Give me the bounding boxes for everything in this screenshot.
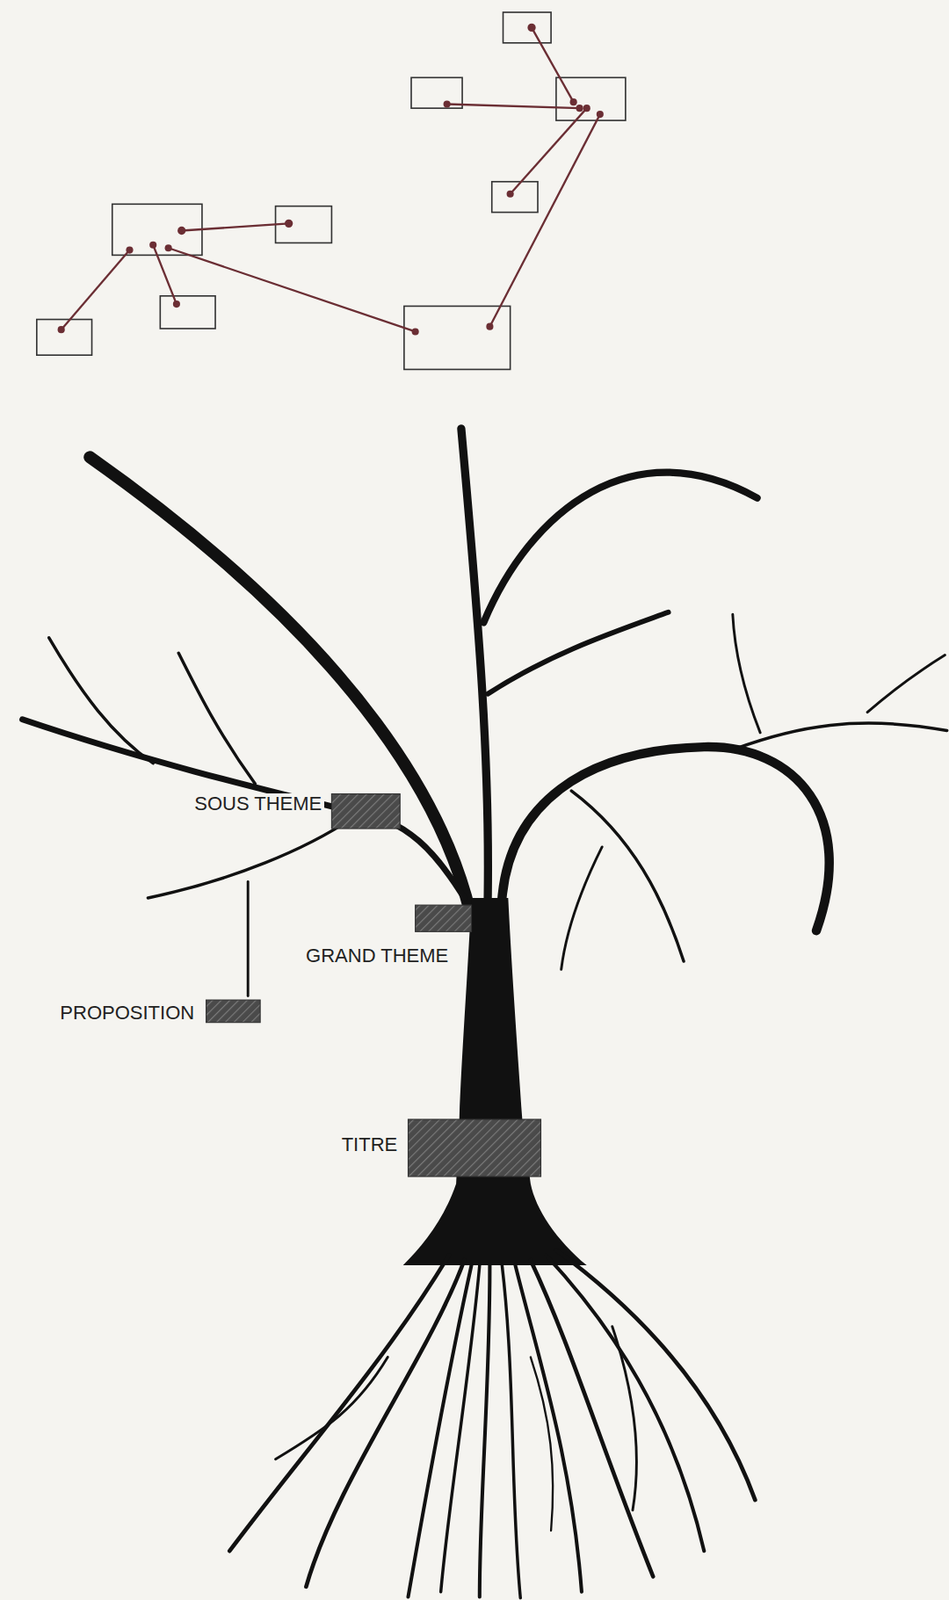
tree-part-label: SOUS THEME [191, 793, 325, 815]
hatched-tags [206, 794, 542, 1177]
tree-part-label: PROPOSITION [57, 1002, 197, 1024]
concept-map-dots [57, 23, 604, 336]
concept-map-sketch [36, 12, 626, 370]
tree-part-label: GRAND THEME [303, 945, 451, 967]
concept-map-links [61, 27, 601, 332]
tree-part-label: TITRE [339, 1134, 401, 1156]
tree-roots [229, 1250, 755, 1599]
